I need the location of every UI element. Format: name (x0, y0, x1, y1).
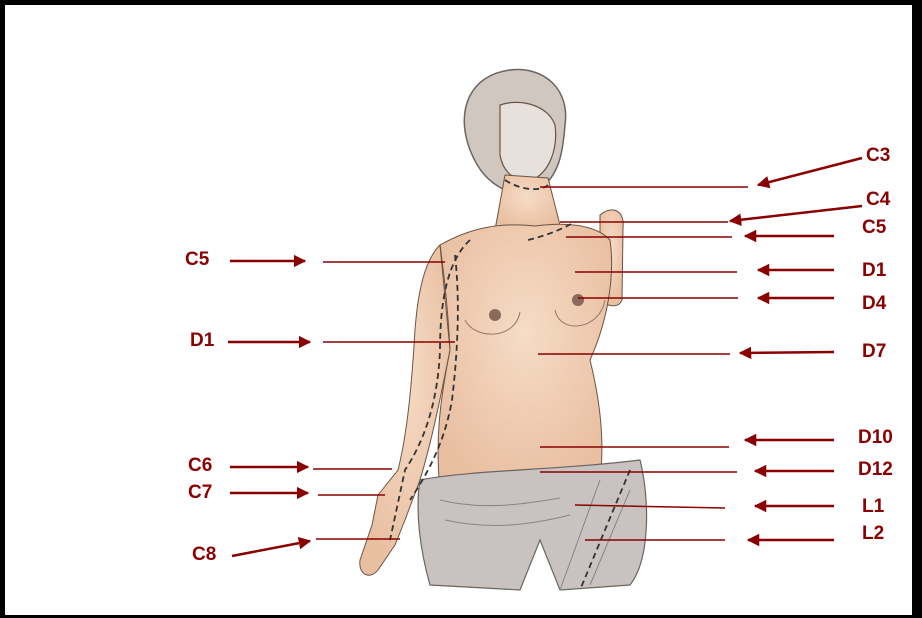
label-l1: L1 (862, 497, 884, 517)
label-d7: D7 (862, 342, 886, 362)
arrow-d7 (740, 352, 834, 353)
arrow-c3 (758, 158, 862, 185)
label-l2: L2 (862, 524, 884, 544)
label-d10: D10 (858, 428, 893, 448)
arrow-c8 (232, 541, 310, 556)
label-c3: C3 (866, 146, 890, 166)
label-c5-right: C5 (862, 218, 886, 238)
label-d4: D4 (862, 294, 886, 314)
label-d12: D12 (858, 460, 893, 480)
label-d1-right: D1 (862, 261, 886, 281)
label-c8: C8 (192, 545, 216, 565)
label-c7: C7 (188, 483, 212, 503)
female-torso-figure (360, 70, 647, 590)
label-c5-left: C5 (185, 250, 209, 270)
label-c6: C6 (188, 456, 212, 476)
arrow-c4 (730, 206, 862, 221)
label-d1-left: D1 (190, 331, 214, 351)
label-c4: C4 (866, 190, 890, 210)
